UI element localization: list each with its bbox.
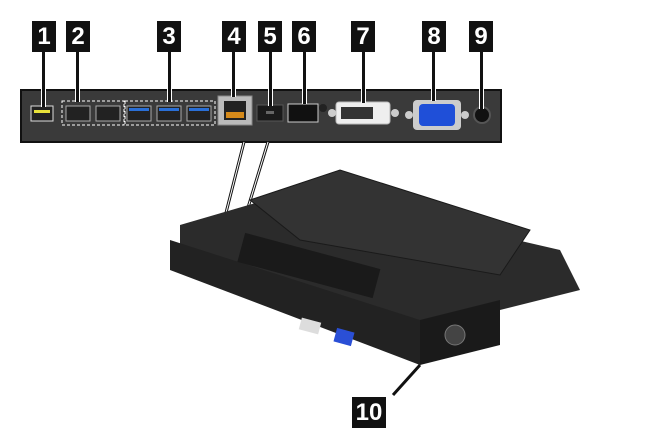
callout-8: 8 [422,21,446,52]
dock-lid [248,169,531,276]
leader-line [431,52,436,101]
displayport [287,103,319,123]
callout-5: 5 [258,21,282,52]
leader-line [268,52,273,106]
callout-10: 10 [352,397,386,428]
leader-line [231,52,236,97]
leader-line [41,52,46,107]
callout-7: 7 [351,21,375,52]
callout-2: 2 [66,21,90,52]
dock-front [170,240,420,365]
always-on-usb-port [30,105,54,122]
usb2-port [95,105,121,122]
usb2-group-outline [61,100,125,126]
callout-9: 9 [469,21,493,52]
callout-4: 4 [222,21,246,52]
callout-1: 1 [32,21,56,52]
key-lock [444,324,466,346]
leader-line [75,52,80,102]
dock-top [180,190,580,330]
usb2-port [65,105,91,122]
leader-line [361,52,366,103]
callout-3: 3 [157,21,181,52]
leader-line [167,52,172,102]
leader-line [302,52,307,104]
leader-line [479,52,484,109]
audio-jack [473,106,491,124]
callout-6: 6 [292,21,316,52]
